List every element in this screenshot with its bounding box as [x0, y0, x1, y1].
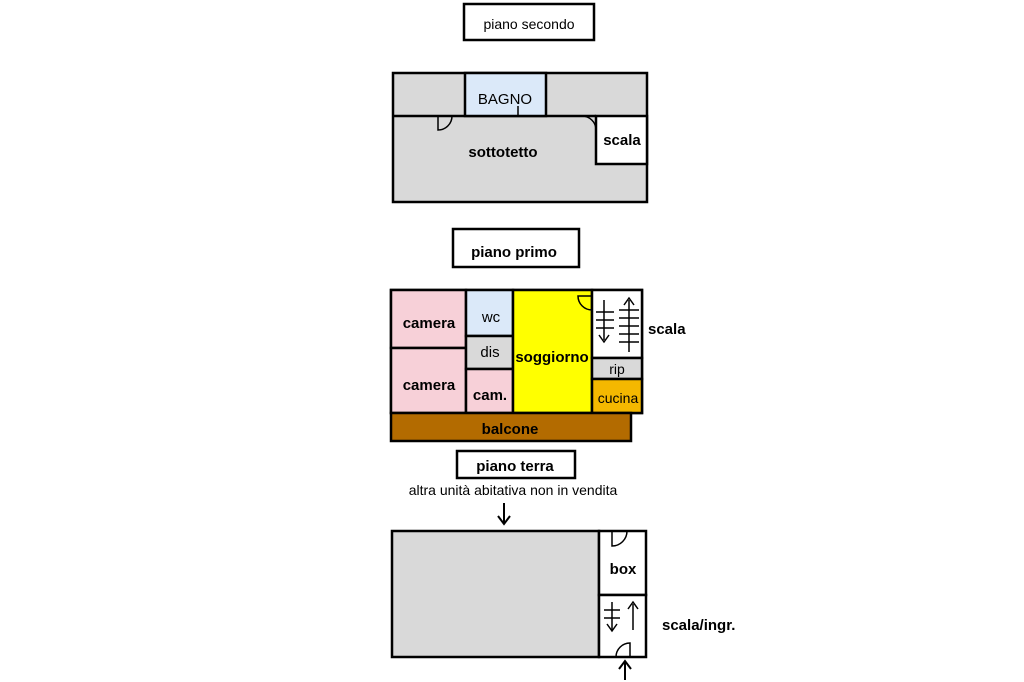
arrow-up-icon [618, 659, 632, 680]
balcony-label: balcone [482, 421, 539, 438]
entrance-room [597, 593, 648, 659]
attic-door-left [437, 115, 453, 131]
attic-door-right [581, 115, 597, 131]
second-stairs-label: scala [603, 132, 641, 149]
ground-floor-note: altra unità abitativa non in vendita [409, 482, 618, 498]
second-stairs-room [594, 114, 649, 166]
entrance-door [615, 642, 631, 658]
first-stairs-label: scala [648, 321, 686, 338]
second-floor-title-box [462, 2, 596, 42]
arrow-down-icon [497, 503, 511, 526]
bath-room [463, 71, 548, 118]
attic-label: sottotetto [468, 144, 537, 161]
entrance-stairs-icon [604, 600, 639, 633]
first-floor-title: piano primo [471, 244, 557, 261]
ground-floor-title-box [455, 449, 577, 480]
garage-label: box [610, 561, 637, 578]
wc-label: wc [481, 309, 501, 326]
bath-label: BAGNO [478, 91, 532, 108]
balcony [389, 411, 633, 443]
first-floor-title-box [451, 227, 581, 269]
first-stairs-room [590, 288, 644, 360]
ground-floor: piano terra altra unità abitativa non in… [390, 449, 735, 680]
entrance-label: scala/ingr. [662, 617, 735, 634]
kitchen-room [590, 377, 644, 415]
living-label: soggiorno [515, 349, 588, 366]
storage-label: rip [609, 361, 625, 377]
other-unit [390, 529, 601, 659]
second-floor: piano secondo BAGNO scala sottotetto [391, 2, 649, 204]
ground-floor-title: piano terra [476, 458, 554, 475]
second-floor-title: piano secondo [483, 16, 574, 32]
living-room [511, 288, 594, 415]
small-bedroom [464, 367, 515, 415]
hall-label: dis [480, 344, 499, 361]
bedroom-top-label: camera [403, 315, 456, 332]
kitchen-label: cucina [598, 390, 639, 406]
hall-room [464, 334, 515, 371]
first-floor: piano primo camera camera wc dis cam. so… [389, 227, 686, 443]
garage-door [611, 530, 628, 547]
small-bedroom-label: cam. [473, 387, 507, 404]
stairs-treads-icon [596, 296, 639, 352]
bedroom-bottom-label: camera [403, 377, 456, 394]
living-door [577, 295, 593, 311]
